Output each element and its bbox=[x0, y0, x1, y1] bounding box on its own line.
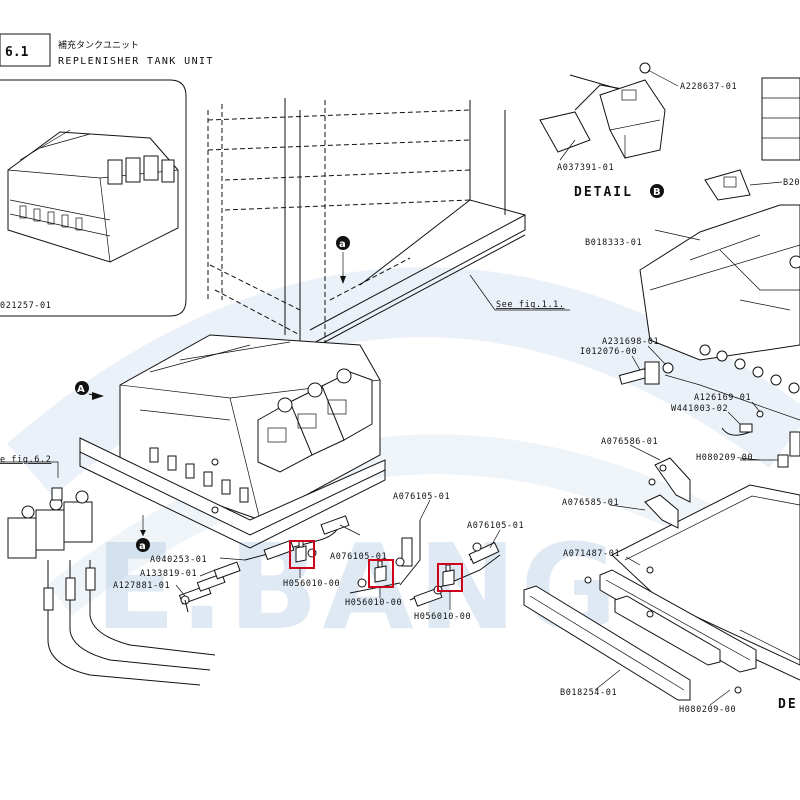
detail-b-view: DETAIL B bbox=[539, 62, 800, 200]
see-fig-6-2-ref[interactable]: e fig.6.2 bbox=[0, 455, 51, 465]
inset-part-label: 021257-01 bbox=[0, 301, 51, 311]
callout-A231698-01[interactable]: A231698-01 bbox=[602, 337, 659, 347]
replenisher-bottles bbox=[257, 368, 373, 473]
callout-A040253-01[interactable]: A040253-01 bbox=[150, 555, 207, 565]
section-title-en: REPLENISHER TANK UNIT bbox=[58, 56, 214, 67]
svg-text:B: B bbox=[653, 187, 661, 198]
callout-A126169-01[interactable]: A126169-01 bbox=[694, 393, 751, 403]
detail-b-marker bbox=[650, 184, 664, 198]
callout-H080209-00-b[interactable]: H080209-00 bbox=[679, 705, 736, 715]
callout-A076585-01[interactable]: A076585-01 bbox=[562, 498, 619, 508]
bracket-a076586 bbox=[654, 457, 691, 503]
main-tank-unit: A a bbox=[75, 334, 386, 552]
bottom-frame: DE bbox=[523, 444, 800, 712]
callout-W441003-02[interactable]: W441003-02 bbox=[671, 404, 728, 414]
section-title-jp: 補充タンクユニット bbox=[58, 39, 139, 51]
detail-b-handle bbox=[539, 111, 591, 153]
right-port-row bbox=[699, 344, 800, 394]
detail-b-label: DETAIL bbox=[574, 185, 633, 200]
callout-A076105-01-c[interactable]: A076105-01 bbox=[330, 552, 387, 562]
callout-I012076-00[interactable]: I012076-00 bbox=[580, 347, 637, 357]
marker-a-bottom bbox=[136, 538, 150, 552]
callout-B018254-01[interactable]: B018254-01 bbox=[560, 688, 617, 698]
highlight-clamp-2 bbox=[368, 559, 394, 588]
marker-a-top bbox=[336, 236, 350, 250]
highlight-clamp-1 bbox=[289, 540, 315, 569]
callout-B018333-01[interactable]: B018333-01 bbox=[585, 238, 642, 248]
pump-block-1 bbox=[7, 517, 37, 559]
svg-text:a: a bbox=[139, 541, 146, 552]
marker-a-view bbox=[75, 381, 89, 395]
callout-H056010-00-a[interactable]: H056010-00 bbox=[283, 579, 340, 589]
section-number: 6.1 bbox=[5, 45, 29, 60]
detail-table bbox=[761, 77, 800, 161]
inset-view: 021257-01 bbox=[0, 79, 187, 317]
inset-frame bbox=[0, 79, 187, 317]
callout-H056010-00-c[interactable]: H056010-00 bbox=[414, 612, 471, 622]
frame-assembly: See fig.1.1. a bbox=[207, 98, 570, 351]
callout-A037391-01[interactable]: A037391-01 bbox=[557, 163, 614, 173]
callout-A071487-01[interactable]: A071487-01 bbox=[563, 549, 620, 559]
hose-clamp-2 bbox=[374, 560, 387, 583]
valve-row bbox=[149, 447, 249, 514]
pump-assembly: e fig.6.2 bbox=[0, 455, 216, 686]
watermark-text: E.BANG bbox=[95, 518, 621, 656]
callout-H056010-00-b[interactable]: H056010-00 bbox=[345, 598, 402, 608]
see-fig-1-1-ref[interactable]: See fig.1.1. bbox=[496, 300, 565, 310]
callout-A076105-01-b[interactable]: A076105-01 bbox=[467, 521, 524, 531]
pump-block-2 bbox=[35, 509, 65, 551]
callout-A076586-01[interactable]: A076586-01 bbox=[601, 437, 658, 447]
right-tank-body bbox=[639, 204, 800, 361]
callout-A127881-01[interactable]: A127881-01 bbox=[113, 581, 170, 591]
pump-block-3 bbox=[63, 501, 93, 543]
callout-A133819-01[interactable]: A133819-01 bbox=[140, 569, 197, 579]
callout-B20[interactable]: B20 bbox=[783, 178, 800, 188]
hose-fittings bbox=[175, 499, 501, 613]
svg-text:a: a bbox=[339, 239, 346, 250]
hose-clamp-1 bbox=[295, 540, 307, 563]
callout-labels: A228637-01 A037391-01 B20 B018333-01 A23… bbox=[113, 82, 800, 715]
detail-a-view bbox=[618, 169, 800, 468]
rail-a071487 bbox=[599, 569, 757, 673]
section-number-box bbox=[0, 33, 51, 67]
callout-A228637-01[interactable]: A228637-01 bbox=[680, 82, 737, 92]
callout-A076105-01-a[interactable]: A076105-01 bbox=[393, 492, 450, 502]
frame-tray-edge bbox=[359, 199, 526, 286]
hose-clamp-3 bbox=[442, 564, 455, 587]
section-header: 6.1 補充タンクユニット REPLENISHER TANK UNIT bbox=[0, 33, 214, 67]
detail-cut-label: DE bbox=[778, 697, 798, 712]
svg-text:A: A bbox=[77, 384, 85, 395]
bracket-a076585 bbox=[644, 478, 679, 529]
callout-H080209-00-a[interactable]: H080209-00 bbox=[696, 453, 753, 463]
